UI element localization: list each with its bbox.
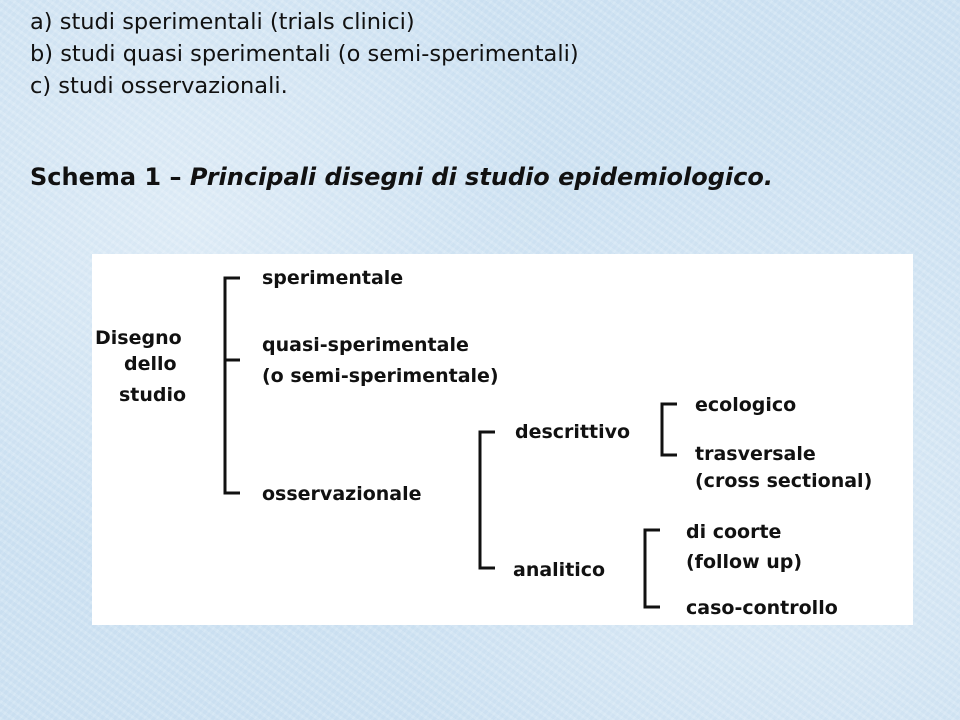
intro-list: a) studi sperimentali (trials clinici) b…	[30, 6, 930, 102]
intro-item-a: a) studi sperimentali (trials clinici)	[30, 9, 415, 35]
label-osservazionale: osservazionale	[262, 483, 422, 505]
label-studio: studio	[119, 384, 186, 406]
bracket-level1	[223, 276, 240, 495]
schema-heading-bold: Schema 1 –	[30, 163, 190, 191]
label-trasversale: trasversale	[695, 443, 816, 465]
bracket-analitico	[643, 528, 660, 609]
label-ecologico: ecologico	[695, 394, 796, 416]
label-descrittivo: descrittivo	[515, 421, 630, 443]
label-dello: dello	[124, 353, 177, 375]
label-disegno: Disegno	[95, 327, 182, 349]
label-semi-sperimentale: (o semi-sperimentale)	[262, 365, 499, 387]
schema-heading-italic: Principali disegni di studio epidemiolog…	[189, 163, 773, 191]
schema-heading: Schema 1 – Principali disegni di studio …	[30, 160, 790, 194]
bracket-osservazionale	[478, 430, 495, 570]
label-caso-controllo: caso-controllo	[686, 597, 838, 619]
intro-item-b: b) studi quasi sperimentali (o semi-sper…	[30, 41, 579, 67]
label-sperimentale: sperimentale	[262, 267, 403, 289]
label-cross-sectional: (cross sectional)	[695, 470, 872, 492]
label-di-coorte: di coorte	[686, 521, 781, 543]
diagram-brackets	[223, 276, 677, 609]
label-quasi-sperimentale: quasi-sperimentale	[262, 334, 469, 356]
intro-item-c: c) studi osservazionali.	[30, 73, 288, 99]
bracket-descrittivo	[660, 402, 677, 457]
diagram-svg: Disegno dello studio sperimentale quasi-…	[95, 267, 872, 619]
label-analitico: analitico	[513, 559, 605, 581]
study-design-diagram: Disegno dello studio sperimentale quasi-…	[92, 254, 913, 625]
label-follow-up: (follow up)	[686, 551, 802, 573]
